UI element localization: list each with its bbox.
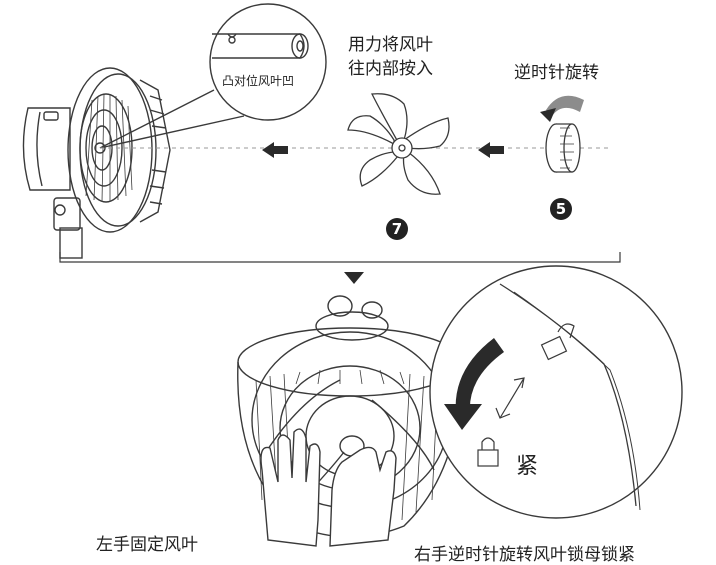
- fan-head-side-view: [22, 67, 171, 259]
- down-arrow: [344, 272, 364, 284]
- ccw-rotate-arrow: [540, 95, 584, 122]
- shaft-detail: [212, 33, 309, 59]
- push-in-line-1: 用力将风叶: [348, 35, 433, 55]
- unlock-icon: [540, 323, 575, 361]
- right-hand: [329, 446, 397, 547]
- right-hand-caption: 右手逆时针旋转风叶锁母锁紧: [414, 545, 635, 565]
- rotate-ccw-label: 逆时针旋转: [514, 63, 599, 83]
- left-hand: [260, 428, 321, 547]
- step-badge-7: 7: [386, 218, 408, 240]
- lock-label: 紧: [516, 454, 539, 479]
- stage-bracket: [59, 252, 621, 263]
- push-in-line-2: 往内部按入: [348, 59, 433, 79]
- blade-cap: [545, 123, 581, 173]
- lock-icon: [477, 437, 499, 467]
- double-arrow: [495, 377, 525, 419]
- arrow-left-1: [262, 142, 288, 158]
- step-badge-5: 5: [550, 198, 572, 220]
- align-note: 凸对位风叶凹: [222, 74, 295, 88]
- left-hand-caption: 左手固定风叶: [96, 535, 198, 555]
- tighten-rotate-arrow: [444, 338, 504, 430]
- magnifier-top: [99, 3, 327, 149]
- fan-blade-top: [347, 93, 450, 195]
- arrow-left-2: [478, 142, 504, 158]
